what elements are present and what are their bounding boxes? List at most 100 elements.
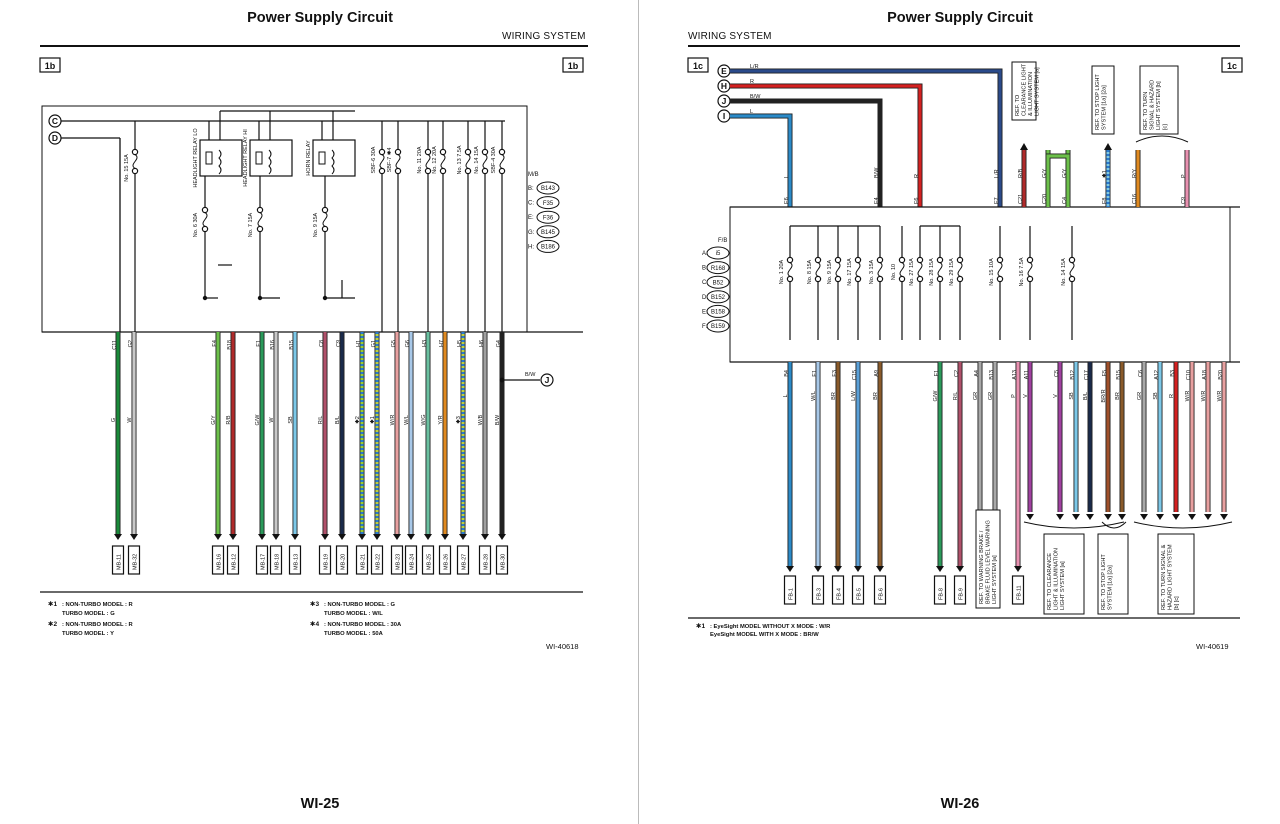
wire-color-code: ✱1	[1101, 170, 1108, 178]
connector-label: MB-16	[217, 554, 223, 570]
footnote-mark: ✱2	[48, 621, 57, 628]
wire-arrow	[321, 534, 329, 540]
connector-label-box	[127, 545, 141, 575]
wire-color-code: W/R	[1217, 391, 1223, 402]
wire-color-code: SB	[288, 416, 294, 424]
relay-switch	[268, 149, 272, 175]
fb-box-outline	[729, 206, 1231, 363]
connector-label-box	[438, 545, 452, 575]
relay-coil	[318, 151, 326, 165]
ref-box-bottom-line: [b] [c]	[1174, 596, 1180, 610]
input-wire-I	[730, 114, 792, 207]
fuse-link	[482, 154, 488, 169]
wire-color-code: W/R	[390, 415, 396, 426]
fuse-bottom	[439, 167, 447, 175]
ref-box-bottom-box	[1097, 533, 1129, 615]
wire-color-code: B/L	[1083, 392, 1089, 400]
connector-label: MB-20	[341, 554, 347, 570]
ref-box-top-line: REF. TO TURN	[1143, 92, 1149, 130]
fb-fuse-link	[899, 262, 905, 277]
fb-fuse-top	[956, 256, 964, 264]
connector-label: FB-3	[817, 588, 823, 600]
tag-left-1c-box	[687, 57, 709, 73]
terminal-id: C5	[1054, 370, 1060, 377]
terminal-id: H6	[479, 340, 485, 347]
fb-legend-conn: B152	[711, 295, 726, 301]
connector-label: MB-25	[427, 554, 433, 570]
fuse-label: No. 8 15A	[807, 259, 813, 284]
mb-legend-conn: B186	[541, 245, 556, 251]
footnote-mark: ✱1	[48, 601, 57, 608]
wire-color-code: R/Y	[1132, 169, 1138, 179]
fuse-top	[201, 206, 209, 214]
terminal-id: A9	[874, 370, 880, 377]
input-letter: H	[721, 81, 727, 91]
mb-legend-key: B:	[528, 186, 534, 192]
ref-box-top-line: & ILLUMINATION	[1028, 72, 1034, 116]
fuse-label: No. 12 20A	[432, 146, 438, 174]
wire-color-code: L/R	[994, 169, 1000, 178]
fuse-label: No. 11 20A	[417, 146, 423, 173]
ref-box-bottom-line: REF. TO WARNING BRAKE /	[979, 530, 985, 604]
fb-fuse-bottom	[834, 275, 842, 283]
input-letter: C	[52, 116, 58, 126]
connector-label-box	[269, 545, 283, 575]
wire-arrow	[1172, 514, 1180, 520]
connector-label: MB-28	[484, 554, 490, 570]
terminal-id: E7	[994, 197, 1000, 204]
input-wire-outline	[730, 83, 923, 207]
footnote-line: TURBO MODEL : W/L	[324, 611, 383, 617]
wire-arrow	[424, 534, 432, 540]
terminal-id: H5	[457, 340, 463, 347]
page-divider	[638, 0, 639, 824]
wire-color-code: L	[784, 175, 790, 178]
wire-color-code: B/W	[874, 167, 880, 178]
connector-label-box	[1011, 575, 1025, 605]
fuse-bottom	[378, 167, 386, 175]
connector-label: FB-8	[939, 588, 945, 600]
ref-box-bottom-line: LIGHT & ILLUMINATION	[1054, 548, 1060, 610]
tag-right-1b: 1b	[568, 61, 579, 71]
connector-label: MB-13	[294, 554, 300, 570]
connector-label-box	[953, 575, 967, 605]
terminal-id: E4	[874, 197, 880, 204]
connector-label-box	[811, 575, 825, 605]
terminal-id: H7	[439, 340, 445, 347]
wire-color-code: G	[111, 418, 117, 422]
fuse-label: No. 13 7.5A	[457, 145, 463, 174]
fb-fuse-link	[877, 262, 883, 277]
bracket-arc	[1135, 135, 1189, 143]
connector-label: MB-11	[117, 554, 123, 570]
relay-label: HORN RELAY	[306, 140, 312, 176]
input-wire-E	[730, 69, 1002, 207]
tag-right-1c: 1c	[1227, 61, 1237, 71]
ref-box-top-line: LIGHT SYSTEM [b]	[1156, 81, 1162, 130]
fb-legend-key: C:	[702, 280, 708, 286]
fuse-15-top	[131, 148, 139, 156]
header-rule	[40, 45, 588, 47]
wire-color-code: P	[1181, 174, 1187, 178]
fb-legend-conn-oval	[706, 304, 730, 318]
wire-color-code: Y/R	[438, 415, 444, 424]
footnote-line: EyeSight MODEL WITH X MODE : BR/W	[710, 632, 819, 638]
page-title: Power Supply Circuit	[887, 10, 1033, 26]
section-label: WIRING SYSTEM	[502, 31, 586, 42]
connector-label-box	[873, 575, 887, 605]
ref-box-bottom-line: REF. TO TURN SIGNAL &	[1161, 544, 1167, 610]
wire-color-code: L/W	[851, 390, 857, 401]
terminal-id: A18	[1202, 370, 1208, 380]
wire-arrow	[291, 534, 299, 540]
fuse-label: No. 9 15A	[313, 212, 319, 237]
fuse-label: No. 15 15A	[124, 154, 130, 182]
footnote-line: : NON-TURBO MODEL : R	[62, 622, 134, 628]
wire-color-code: B/W	[750, 94, 761, 100]
wire-color-code: ✱3	[455, 416, 462, 424]
fb-fuse-top	[898, 256, 906, 264]
fb-fuse-link	[997, 262, 1003, 277]
fb-fuse-bottom	[814, 275, 822, 283]
fb-fuse-top	[916, 256, 924, 264]
terminal-id: C10	[1186, 370, 1192, 380]
wire-color-code: V	[1053, 394, 1059, 398]
ref-box-top: REF. TOCLEARANCE LIGHT& ILLUMINATIONLIGH…	[1015, 63, 1041, 116]
